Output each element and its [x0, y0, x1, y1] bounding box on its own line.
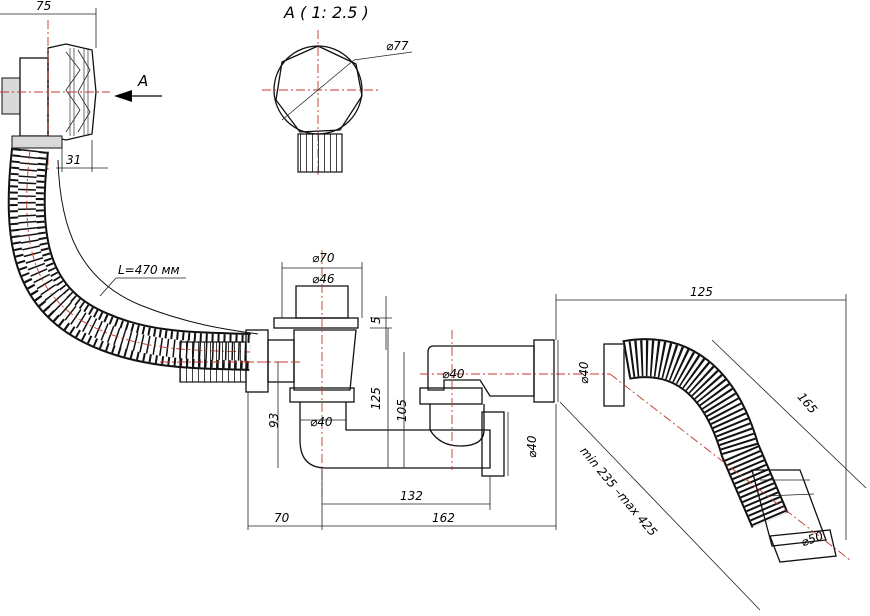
dim-75-label: 75	[36, 0, 51, 13]
dim-93-label: 93	[267, 413, 281, 428]
dia-40-b-label: ⌀40	[442, 367, 465, 381]
siphon: ⌀40 ⌀40 ⌀40	[419, 330, 610, 477]
drain-tee	[240, 250, 491, 500]
tee-dimensions: ⌀70 ⌀46 5 125 105 93 ⌀40	[267, 251, 409, 468]
detail-a: A ( 1: 2.5 ) ⌀77	[262, 3, 413, 175]
dim-31-label: 31	[66, 153, 81, 167]
dia-40-c-label: ⌀40	[525, 435, 539, 458]
overflow-assembly	[0, 20, 110, 170]
dia-77-label: ⌀77	[386, 39, 409, 53]
bottom-dimensions: 132 70 162	[247, 392, 557, 530]
dim-165-label: 165	[795, 390, 820, 417]
dim-162-label: 162	[432, 511, 455, 525]
dia-46-label: ⌀46	[312, 272, 335, 286]
dimension-31: 31	[56, 140, 108, 172]
drain-hose: ⌀50	[603, 338, 851, 563]
view-arrow: A	[114, 72, 162, 102]
dim-105-label: 105	[395, 399, 409, 422]
hose-length-label: L=470 мм	[118, 263, 180, 277]
overflow-hose: L=470 мм	[7, 147, 259, 371]
right-dimensions: 125 165 min 235 –max 425	[555, 285, 867, 611]
view-arrow-label: A	[137, 72, 148, 90]
dim-5-label: 5	[369, 316, 383, 324]
dim-132-label: 132	[400, 489, 423, 503]
detail-title: A ( 1: 2.5 )	[283, 3, 369, 22]
dia-70-label: ⌀70	[312, 251, 335, 265]
hose-range-label: min 235 –max 425	[577, 444, 660, 539]
dim-70-label: 70	[274, 511, 290, 525]
dim-125-v-label: 125	[369, 387, 383, 410]
dimension-75: 75	[0, 0, 97, 48]
dim-125-h-label: 125	[690, 285, 713, 299]
dia-40-a-label: ⌀40	[310, 415, 333, 429]
dia-40-d-label: ⌀40	[577, 361, 591, 384]
dia-50-label: ⌀50	[799, 528, 825, 549]
